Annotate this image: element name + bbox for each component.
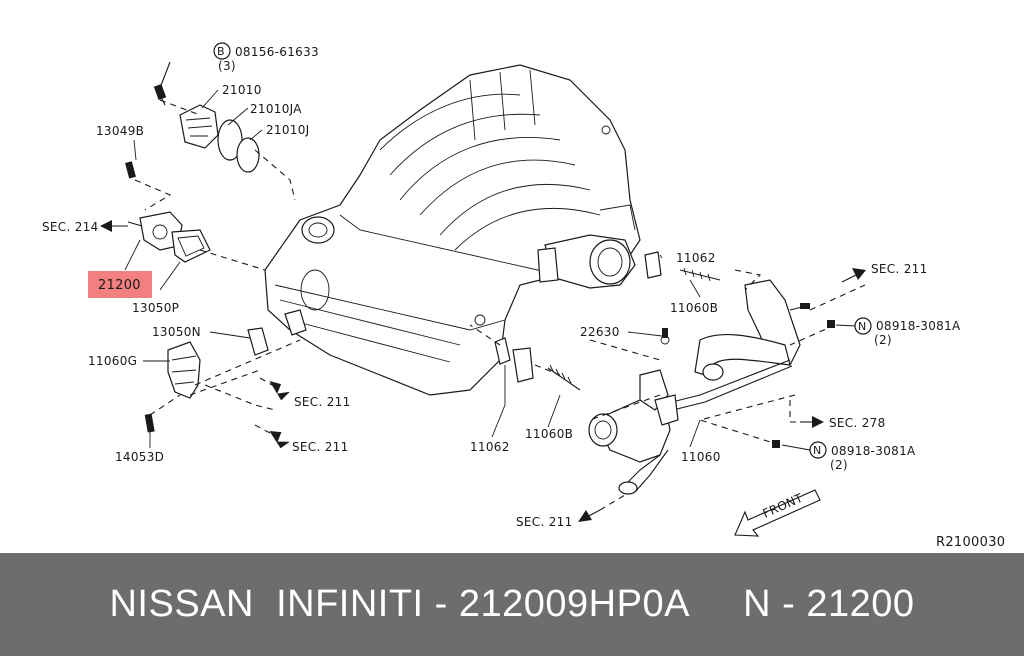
label-11060g: 11060G <box>88 354 137 368</box>
label-21010: 21010 <box>222 83 262 97</box>
arrow-sec-211-left-a <box>259 377 290 401</box>
water-outlet-assembly <box>153 84 260 173</box>
label-08156-61633: 08156-61633 <box>235 45 319 59</box>
label-14053d: 14053D <box>115 450 164 464</box>
label-11060b-b: 11060B <box>525 427 573 441</box>
label-21010ja: 21010JA <box>250 102 302 116</box>
label-sec-278: SEC. 278 <box>829 416 886 430</box>
label-11060: 11060 <box>681 450 721 464</box>
label-11062-a: 11062 <box>676 251 716 265</box>
label-08918-a-qty: (2) <box>874 333 892 347</box>
arrow-sec-214 <box>100 220 128 232</box>
label-13050p: 13050P <box>132 301 179 315</box>
parts-diagram: B N N 08156-61633 (3) 21010 21010JA 2101… <box>42 42 1005 550</box>
label-22630: 22630 <box>580 325 620 339</box>
label-sec-214: SEC. 214 <box>42 220 99 234</box>
label-sec-211-b: SEC. 211 <box>292 440 349 454</box>
label-13049b: 13049B <box>96 124 144 138</box>
front-arrow <box>734 489 821 537</box>
b-symbol: B <box>217 45 225 58</box>
arrow-sec-211-bottom <box>578 494 626 522</box>
label-21200: 21200 <box>98 278 141 293</box>
label-08918-b: 08918-3081A <box>831 444 916 458</box>
footer-banner: NISSAN INFINITI - 212009HP0A N - 21200 <box>0 553 1024 656</box>
n-symbol-b: N <box>813 444 822 457</box>
gasket-group-center <box>494 251 721 391</box>
label-13050n: 13050N <box>152 325 201 339</box>
label-21010j: 21010J <box>266 123 310 137</box>
water-pipe-assembly <box>588 279 835 495</box>
label-08918-b-qty: (2) <box>830 458 848 472</box>
label-11062-b: 11062 <box>470 440 510 454</box>
label-08156-qty: (3) <box>218 59 236 73</box>
part-number-caption: NISSAN INFINITI - 212009HP0A N - 21200 <box>109 583 915 625</box>
arrow-sec-211-left-b <box>254 424 290 449</box>
arrow-sec-211-right <box>841 268 866 283</box>
arrow-sec-278 <box>789 400 824 428</box>
n-symbol-a: N <box>858 320 867 333</box>
thermostat-housing <box>125 161 211 263</box>
label-sec-211-c: SEC. 211 <box>871 262 928 276</box>
engine-manifold <box>264 64 641 396</box>
label-08918-a: 08918-3081A <box>876 319 961 333</box>
housing-11060g <box>144 309 307 433</box>
label-sec-211-a: SEC. 211 <box>294 395 351 409</box>
highlight-21200 <box>88 271 152 298</box>
label-11060b-a: 11060B <box>670 301 718 315</box>
label-sec-211-d: SEC. 211 <box>516 515 573 529</box>
reference-code: R2100030 <box>936 535 1005 550</box>
